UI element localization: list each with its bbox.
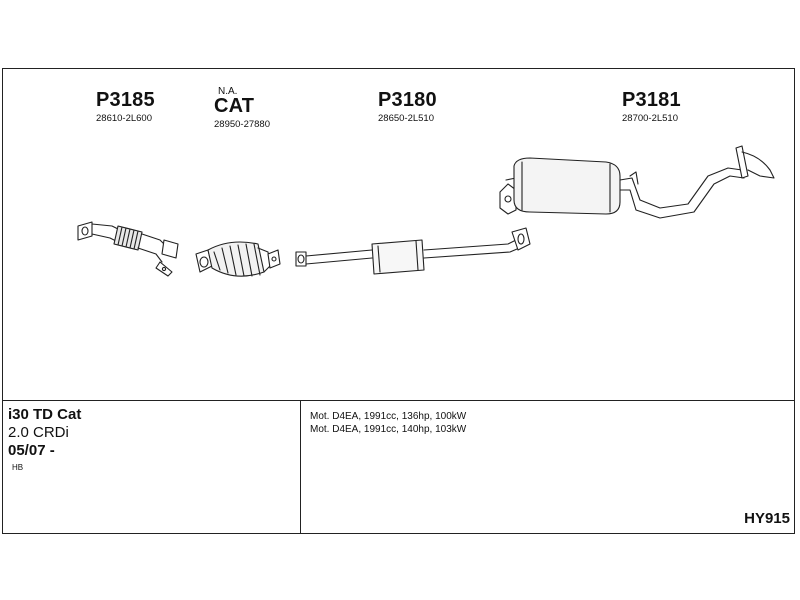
- part-number: P3181: [622, 89, 681, 111]
- oe-number: 28650-2L510: [378, 113, 434, 124]
- diagram-frame: [2, 68, 795, 534]
- middle-silencer-illustration: [295, 227, 531, 275]
- part-label-catalyst[interactable]: CAT 28950-27880: [214, 95, 270, 130]
- catalyst-illustration: [195, 241, 281, 277]
- vehicle-body: HB: [12, 463, 24, 472]
- vehicle-info: i30 TD Cat 2.0 CRDi 05/07 - HB: [8, 406, 81, 472]
- vehicle-engine: 2.0 CRDi: [8, 424, 69, 441]
- system-code: HY915: [744, 510, 790, 527]
- oe-number: 28950-27880: [214, 119, 270, 130]
- rear-silencer-illustration: [499, 145, 775, 219]
- part-label-middle-silencer[interactable]: P3180 28650-2L510: [378, 89, 437, 124]
- part-number: P3180: [378, 89, 437, 111]
- cat-note: N.A.: [218, 86, 238, 97]
- oe-number: 28700-2L510: [622, 113, 678, 124]
- part-number: P3185: [96, 89, 155, 111]
- divider-horizontal: [2, 400, 795, 401]
- vehicle-date: 05/07 -: [8, 442, 55, 459]
- divider-vertical: [300, 400, 301, 534]
- front-pipe-illustration: [77, 221, 179, 277]
- part-number: CAT: [214, 95, 255, 117]
- vehicle-model: i30 TD Cat: [8, 406, 82, 423]
- oe-number: 28610-2L600: [96, 113, 152, 124]
- motor-list: Mot. D4EA, 1991cc, 136hp, 100kW Mot. D4E…: [310, 410, 466, 436]
- motor-line: Mot. D4EA, 1991cc, 140hp, 103kW: [310, 424, 467, 435]
- motor-line: Mot. D4EA, 1991cc, 136hp, 100kW: [310, 411, 467, 422]
- part-label-front-pipe[interactable]: P3185 28610-2L600: [96, 89, 155, 124]
- part-label-rear-silencer[interactable]: P3181 28700-2L510: [622, 89, 681, 124]
